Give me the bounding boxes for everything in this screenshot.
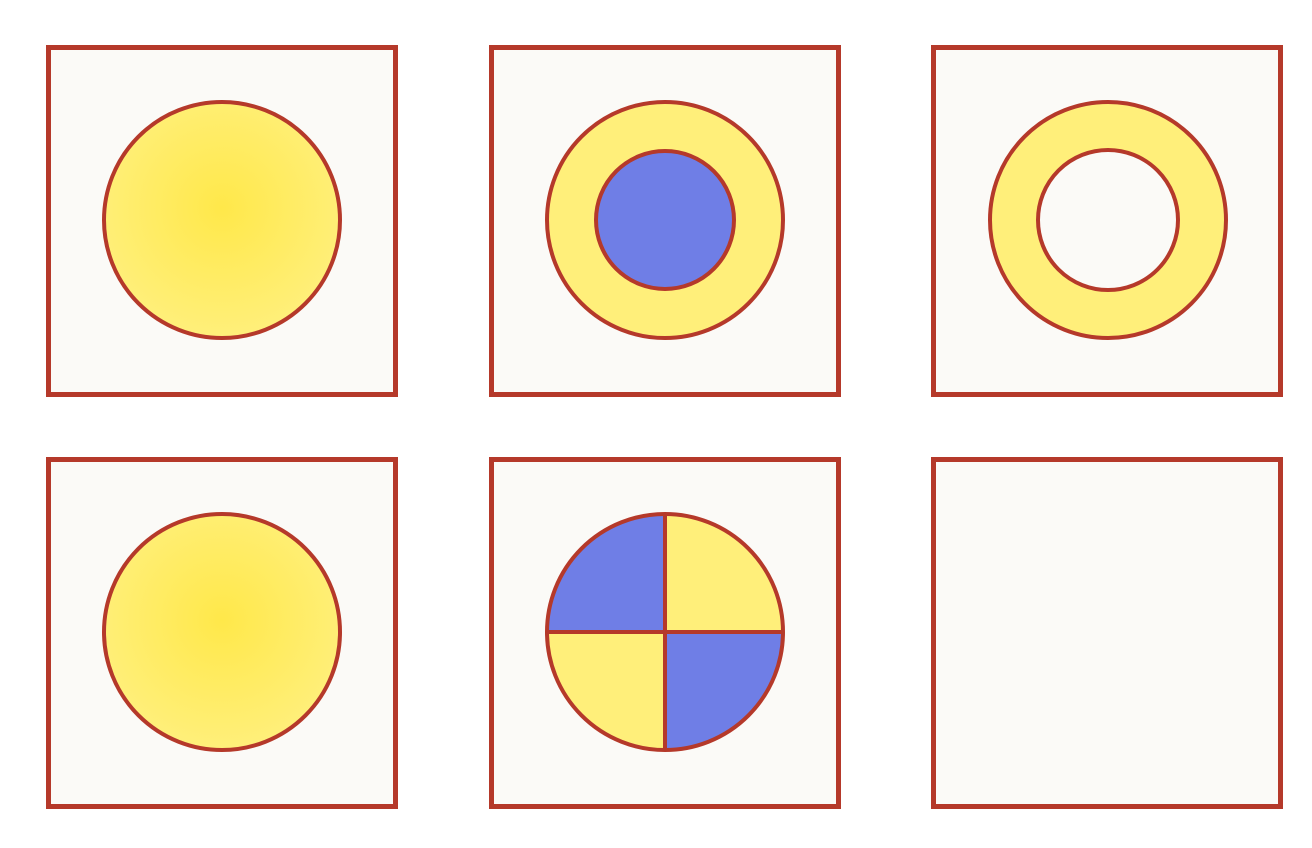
quadrant-top-right-yellow	[665, 514, 783, 632]
panel-solid-circle-bottom-left	[46, 457, 398, 809]
blue-center-circle	[594, 149, 736, 291]
yellow-circle	[102, 100, 342, 340]
yellow-circle	[102, 512, 342, 752]
quadrant-bottom-left-yellow	[547, 632, 665, 750]
empty-center-hole	[1036, 148, 1180, 292]
quartered-circle-outline	[545, 512, 785, 752]
quadrant-bottom-right-blue	[665, 632, 783, 750]
panel-ring-blue-center	[489, 45, 841, 397]
panel-solid-circle-top-left	[46, 45, 398, 397]
quadrant-top-left-blue	[547, 514, 665, 632]
panel-frame	[931, 457, 1283, 809]
panel-ring-empty-center	[931, 45, 1283, 397]
panel-quartered-circle	[489, 457, 841, 809]
panel-empty	[931, 457, 1283, 809]
